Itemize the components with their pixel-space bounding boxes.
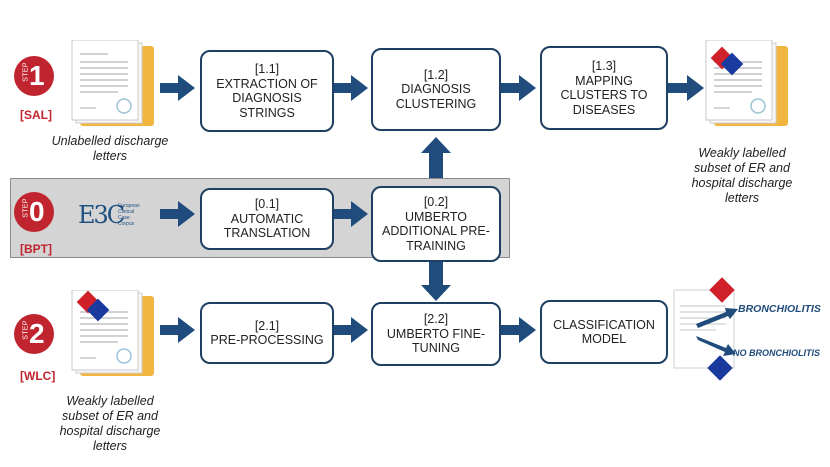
box-1-2-id: [1.2] (423, 67, 449, 82)
box-1-1-line: STRINGS (239, 105, 295, 120)
step-1-number: 1 (29, 60, 45, 91)
caption-line: hospital discharge (691, 176, 793, 190)
arrow-doc-to-2-1 (160, 317, 195, 343)
box-extraction-of-diagnosis-strings: [1.1] EXTRACTION OF DIAGNOSIS STRINGS (200, 50, 334, 132)
arrow-1-1-to-1-2 (333, 75, 368, 101)
box-0-2-line: TRAINING (406, 238, 466, 253)
caption-unlabelled-letters: Unlabelled discharge letters (40, 134, 180, 164)
caption-weakly-labelled-output: Weakly labelled subset of ER and hospita… (672, 146, 812, 206)
box-2-1-line: PRE-PROCESSING (210, 333, 324, 347)
step-2-number: 2 (29, 318, 45, 349)
box-1-2-line: CLUSTERING (395, 96, 477, 111)
step-2-tag: [WLC] (20, 369, 56, 383)
arrow-0-2-to-2-2 (421, 262, 451, 301)
box-0-2-id: [0.2] (423, 195, 449, 209)
box-1-1-id: [1.1] (254, 62, 280, 76)
caption-line: Weakly labelled (66, 394, 154, 408)
box-1-3-id: [1.3] (591, 59, 617, 73)
box-1-3-line: MAPPING (575, 73, 633, 88)
weakly-labelled-document-icon (705, 40, 788, 126)
box-2-2-line: TUNING (412, 341, 460, 356)
box-mapping-clusters-to-diseases: [1.3] MAPPING CLUSTERS TO DISEASES (540, 46, 668, 130)
step-1-badge: STEP 1 (14, 56, 54, 96)
weakly-labelled-input-document-icon (71, 290, 154, 376)
step-0-tag: [BPT] (20, 242, 52, 256)
box-automatic-translation: [0.1] AUTOMATIC TRANSLATION (200, 188, 334, 250)
box-0-1-id: [0.1] (254, 197, 280, 212)
box-2-2-line: UMBERTO FINE- (386, 326, 486, 341)
red-tag-icon (709, 277, 735, 303)
box-2-3-line: CLASSIFICATION (553, 317, 655, 332)
output-label-bronchiolitis: BRONCHIOLITIS (738, 303, 821, 315)
caption-line: hospital discharge (59, 424, 161, 438)
arrow-1-3-to-doc (668, 75, 704, 101)
box-classification-model: CLASSIFICATION MODEL (540, 300, 668, 364)
caption-line: letters (92, 149, 128, 163)
box-pre-processing: [2.1] PRE-PROCESSING (200, 302, 334, 364)
caption-line: Weakly labelled (698, 146, 786, 160)
box-0-1-line: TRANSLATION (223, 226, 311, 241)
caption-line: subset of ER and (694, 161, 790, 175)
e3c-logo-line: Case (118, 215, 130, 221)
box-2-2-id: [2.2] (423, 312, 449, 327)
caption-weakly-labelled-input: Weakly labelled subset of ER and hospita… (40, 394, 180, 454)
classification-output-graphic (673, 277, 738, 381)
unlabelled-document-icon (71, 40, 154, 126)
e3c-logo-mark: E3C (78, 201, 125, 229)
box-1-3-line: DISEASES (572, 102, 636, 117)
e3c-logo: E3C European Clinical Case Corpus (78, 200, 150, 232)
arrow-logo-to-0-1 (160, 201, 195, 227)
caption-line: Unlabelled discharge (51, 134, 169, 148)
step-2-badge: STEP 2 (14, 314, 54, 354)
step-1-tag: [SAL] (20, 108, 52, 122)
arrow-1-2-to-1-3 (501, 75, 536, 101)
box-0-2-line: UMBERTO (404, 209, 468, 224)
caption-line: letters (724, 191, 760, 205)
output-label-no-bronchiolitis: NO BRONCHIOLITIS (733, 348, 820, 358)
arrow-0-2-to-1-2 (421, 137, 451, 178)
arrow-doc-to-1-1 (160, 75, 195, 101)
box-0-2-line: ADDITIONAL PRE- (382, 224, 490, 238)
box-0-1-line: AUTOMATIC (230, 211, 304, 226)
box-2-3-line: MODEL (581, 332, 627, 346)
step-0-number: 0 (29, 196, 45, 227)
blue-tag-icon (707, 355, 733, 381)
box-umberto-additional-pre-training: [0.2] UMBERTO ADDITIONAL PRE- TRAINING (371, 186, 501, 262)
arrow-2-1-to-2-2 (333, 317, 368, 343)
box-1-1-line: EXTRACTION OF (216, 76, 318, 91)
e3c-logo-line: Clinical (118, 209, 135, 215)
box-1-2-line: DIAGNOSIS (401, 82, 471, 97)
caption-line: subset of ER and (62, 409, 158, 423)
e3c-logo-line: European (118, 203, 140, 209)
step-0-badge: STEP 0 (14, 192, 54, 232)
box-1-3-line: CLUSTERS TO (560, 88, 648, 102)
arrow-2-2-to-2-3 (501, 317, 536, 343)
box-diagnosis-clustering: [1.2] DIAGNOSIS CLUSTERING (371, 48, 501, 131)
arrow-0-1-to-0-2 (333, 201, 368, 227)
e3c-logo-line: Corpus (118, 221, 135, 227)
box-2-1-id: [2.1] (254, 318, 280, 333)
box-umberto-fine-tuning: [2.2] UMBERTO FINE- TUNING (371, 302, 501, 366)
caption-line: letters (92, 439, 128, 453)
box-1-1-line: DIAGNOSIS (232, 91, 302, 105)
